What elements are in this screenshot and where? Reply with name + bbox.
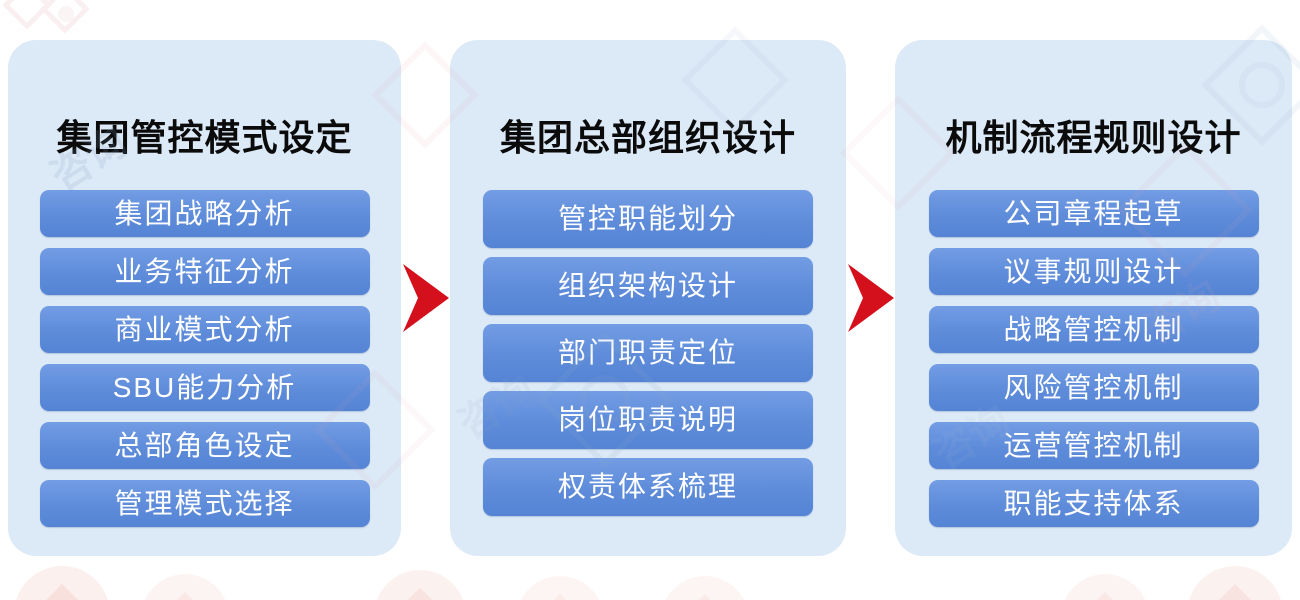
step-item: 风险管控机制	[928, 364, 1259, 411]
stage-item-list: 公司章程起草议事规则设计战略管控机制风险管控机制运营管控机制职能支持体系	[895, 190, 1292, 538]
step-item: 议事规则设计	[928, 248, 1259, 295]
stage-title: 集团总部组织设计	[499, 117, 796, 158]
step-item: 公司章程起草	[928, 190, 1259, 237]
step-item: 集团战略分析	[39, 190, 370, 237]
watermark-diamond-logo	[2, 0, 90, 34]
step-item: 管理模式选择	[39, 480, 370, 527]
step-item: 总部角色设定	[39, 422, 370, 469]
chevron-right-arrow-icon	[848, 264, 894, 332]
watermark-mountain-logo	[16, 566, 1281, 600]
stage-panel-3: 机制流程规则设计 公司章程起草议事规则设计战略管控机制风险管控机制运营管控机制职…	[895, 40, 1292, 556]
step-item: 组织架构设计	[483, 257, 813, 315]
step-item: 运营管控机制	[928, 422, 1259, 469]
step-item: 岗位职责说明	[483, 391, 813, 449]
step-item: 商业模式分析	[39, 306, 370, 353]
step-item: SBU能力分析	[39, 364, 370, 411]
stage-item-list: 管控职能划分组织架构设计部门职责定位岗位职责说明权责体系梳理	[450, 190, 846, 525]
step-item: 业务特征分析	[39, 248, 370, 295]
step-item: 战略管控机制	[928, 306, 1259, 353]
stage-title: 机制流程规则设计	[945, 117, 1242, 158]
step-item: 职能支持体系	[928, 480, 1259, 527]
chevron-right-arrow-icon	[403, 264, 449, 332]
step-item: 部门职责定位	[483, 324, 813, 382]
step-item: 权责体系梳理	[483, 458, 813, 516]
step-item: 管控职能划分	[483, 190, 813, 248]
stage-title: 集团管控模式设定	[56, 117, 353, 158]
stage-panel-2: 集团总部组织设计 管控职能划分组织架构设计部门职责定位岗位职责说明权责体系梳理	[450, 40, 846, 556]
stage-item-list: 集团战略分析业务特征分析商业模式分析 SBU能力分析总部角色设定管理模式选择	[8, 190, 401, 538]
stage-panel-1: 集团管控模式设定 集团战略分析业务特征分析商业模式分析 SBU能力分析总部角色设定…	[8, 40, 401, 556]
